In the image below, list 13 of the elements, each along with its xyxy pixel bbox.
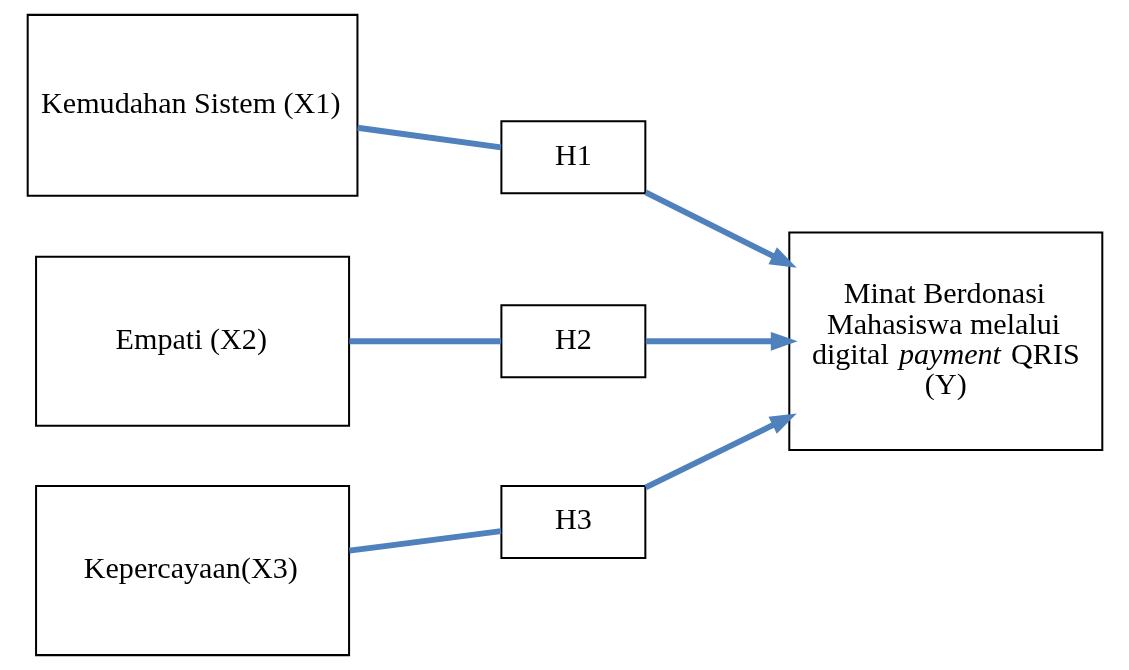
connector <box>348 528 501 554</box>
node-box: H3 <box>499 485 646 560</box>
node-box: Empati (X2) <box>34 255 350 427</box>
node-box: Kemudahan Sistem (X1) <box>26 13 358 197</box>
arrow <box>643 413 797 491</box>
node-box: Minat Berdonasi Mahasiswa melalui digital payment QRIS (Y) <box>787 231 1103 452</box>
connector <box>356 124 501 151</box>
arrow <box>645 331 798 351</box>
arrow <box>643 189 797 268</box>
node-box: H2 <box>499 304 646 379</box>
node-box: H1 <box>499 120 646 195</box>
connector <box>348 338 501 345</box>
node-box: Kepercayaan(X3) <box>34 485 350 657</box>
